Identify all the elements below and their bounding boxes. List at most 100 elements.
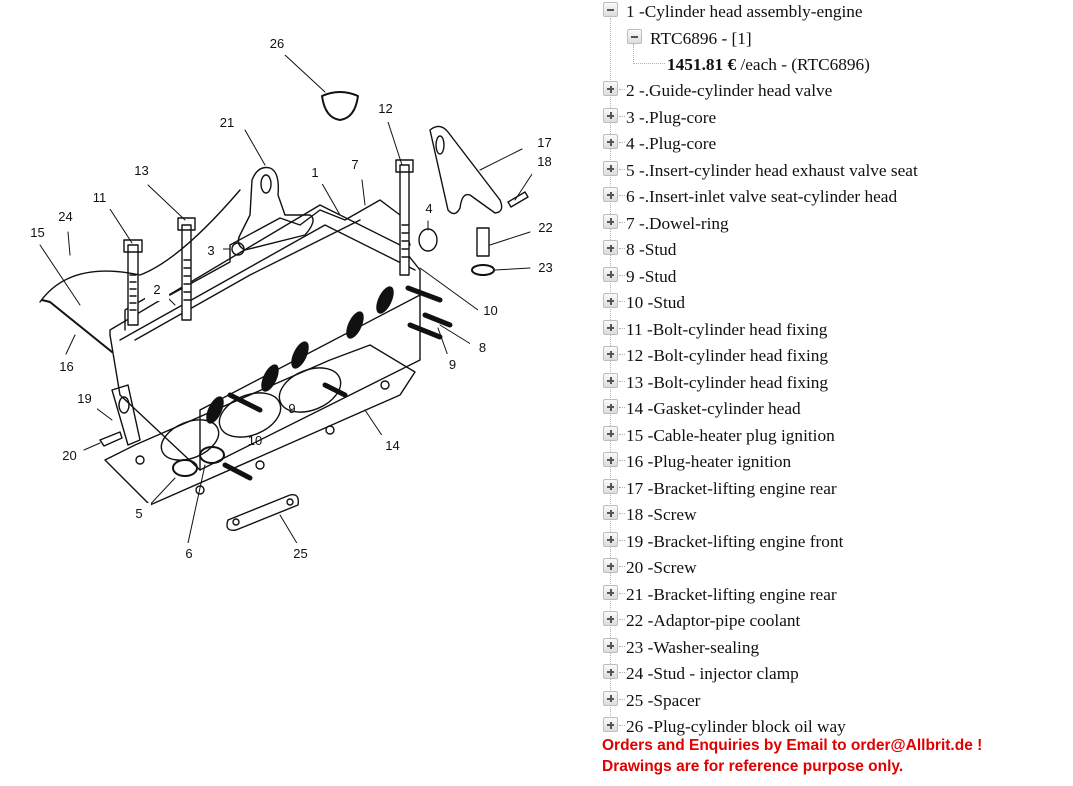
callout-9-inline[interactable]: 9 bbox=[284, 398, 300, 420]
tree-node-label[interactable]: 13 -Bolt-cylinder head fixing bbox=[626, 372, 829, 392]
tree-node-label[interactable]: 20 -Screw bbox=[626, 558, 697, 577]
callout-2[interactable]: 2 bbox=[145, 279, 169, 301]
callout-13[interactable]: 13 bbox=[129, 160, 154, 182]
expand-icon[interactable] bbox=[603, 452, 618, 467]
callout-14[interactable]: 14 bbox=[380, 435, 405, 457]
callout-24[interactable]: 24 bbox=[53, 206, 78, 228]
expand-icon[interactable] bbox=[603, 425, 618, 441]
tree-node-label[interactable]: 23 -Washer-sealing bbox=[626, 637, 760, 657]
expand-icon[interactable] bbox=[603, 558, 618, 573]
expand-icon[interactable] bbox=[603, 399, 618, 414]
callout-20[interactable]: 20 bbox=[57, 445, 82, 467]
callout-12[interactable]: 12 bbox=[373, 97, 398, 122]
tree-connector-line bbox=[619, 248, 625, 249]
callout-15[interactable]: 15 bbox=[25, 222, 50, 244]
tree-connector-line bbox=[619, 301, 625, 302]
head-block-shape bbox=[109, 204, 421, 471]
collapse-icon[interactable] bbox=[627, 29, 642, 44]
expand-icon[interactable] bbox=[603, 187, 618, 202]
expand-icon[interactable] bbox=[603, 664, 618, 679]
tree-node-label[interactable]: 26 -Plug-cylinder block oil way bbox=[626, 717, 846, 736]
callout-8[interactable]: 8 bbox=[470, 336, 495, 361]
collapse-icon[interactable] bbox=[603, 2, 618, 17]
expand-icon[interactable] bbox=[603, 584, 618, 600]
tree-connector-line bbox=[619, 460, 625, 461]
callout-25[interactable]: 25 bbox=[288, 543, 313, 565]
tree-node-label[interactable]: 18 -Screw bbox=[626, 505, 697, 524]
callout-10[interactable]: 10 bbox=[478, 300, 503, 322]
tree-node-label[interactable]: 21 -Bracket-lifting engine rear bbox=[626, 584, 837, 604]
tree-node-label[interactable]: 7 -.Dowel-ring bbox=[626, 213, 729, 233]
expand-icon[interactable] bbox=[603, 531, 618, 547]
callout-17[interactable]: 17 bbox=[532, 132, 557, 154]
callout-7[interactable]: 7 bbox=[343, 153, 367, 178]
expand-icon[interactable] bbox=[603, 717, 618, 732]
callout-text: 3 bbox=[207, 243, 215, 258]
plug-3 bbox=[231, 242, 245, 256]
callout-text: 7 bbox=[351, 157, 359, 172]
expand-icon[interactable] bbox=[603, 690, 618, 706]
tree-node-label[interactable]: 12 -Bolt-cylinder head fixing bbox=[626, 346, 829, 365]
tree-node-label[interactable]: 2 -.Guide-cylinder head valve bbox=[626, 81, 833, 100]
tree-node-label[interactable]: 24 -Stud - injector clamp bbox=[626, 664, 799, 683]
callout-16[interactable]: 16 bbox=[54, 355, 79, 380]
callout-text: 9 bbox=[288, 401, 296, 416]
callout-text: 19 bbox=[77, 391, 92, 406]
callout-9[interactable]: 9 bbox=[440, 354, 465, 376]
expand-icon[interactable] bbox=[603, 134, 618, 149]
callout-6[interactable]: 6 bbox=[177, 543, 201, 565]
tree-connector-line bbox=[619, 115, 625, 117]
price-line: 1451.81 € /each - (RTC6896) bbox=[667, 54, 870, 80]
callout-10-inline[interactable]: 10 bbox=[244, 430, 266, 452]
callout-11[interactable]: 11 bbox=[87, 187, 112, 209]
callout-text: 12 bbox=[378, 101, 393, 116]
expand-icon[interactable] bbox=[603, 266, 618, 282]
tree-node-label[interactable]: 15 -Cable-heater plug ignition bbox=[626, 425, 835, 445]
tree-node-label[interactable]: 10 -Stud bbox=[626, 293, 686, 312]
tree-node-label[interactable]: 1 -Cylinder head assembly-engine bbox=[626, 2, 863, 21]
tree-node-label[interactable]: RTC6896 - [1] bbox=[650, 29, 752, 48]
callout-5[interactable]: 5 bbox=[127, 503, 151, 525]
expand-icon[interactable] bbox=[603, 319, 618, 335]
expand-icon[interactable] bbox=[603, 637, 618, 653]
expand-icon[interactable] bbox=[603, 213, 618, 229]
callout-26[interactable]: 26 bbox=[265, 33, 289, 55]
callout-21[interactable]: 21 bbox=[215, 112, 239, 134]
tree-node-label[interactable]: 17 -Bracket-lifting engine rear bbox=[626, 478, 837, 498]
price-unit: /each - (RTC6896) bbox=[736, 55, 870, 74]
tree-node-label[interactable]: 22 -Adaptor-pipe coolant bbox=[626, 611, 801, 630]
callout-text: 25 bbox=[293, 546, 308, 561]
tree-node-label[interactable]: 9 -Stud bbox=[626, 266, 677, 286]
callout-3[interactable]: 3 bbox=[199, 240, 223, 262]
expand-icon[interactable] bbox=[603, 240, 618, 255]
tree-node-label[interactable]: 6 -.Insert-inlet valve seat-cylinder hea… bbox=[626, 187, 898, 206]
tree-connector-line bbox=[619, 142, 625, 143]
expand-icon[interactable] bbox=[603, 505, 618, 520]
expand-icon[interactable] bbox=[603, 293, 618, 308]
expand-icon[interactable] bbox=[603, 160, 618, 176]
tree-node-label[interactable]: 11 -Bolt-cylinder head fixing bbox=[626, 319, 828, 339]
expand-icon[interactable] bbox=[603, 346, 618, 361]
expand-icon[interactable] bbox=[603, 81, 618, 96]
callout-text: 17 bbox=[537, 135, 552, 150]
plug-26-shape bbox=[321, 91, 359, 121]
expand-icon[interactable] bbox=[603, 478, 618, 494]
callout-22[interactable]: 22 bbox=[533, 217, 558, 239]
callout-1[interactable]: 1 bbox=[303, 162, 327, 184]
tree-node-label[interactable]: 3 -.Plug-core bbox=[626, 107, 717, 127]
tree-node-label[interactable]: 5 -.Insert-cylinder head exhaust valve s… bbox=[626, 160, 918, 180]
tree-node-label[interactable]: 4 -.Plug-core bbox=[626, 134, 717, 153]
tree-node-label[interactable]: 8 -Stud bbox=[626, 240, 677, 259]
tree-node-label[interactable]: 25 -Spacer bbox=[626, 690, 701, 710]
callout-4[interactable]: 4 bbox=[417, 198, 441, 220]
tree-node-label[interactable]: 16 -Plug-heater ignition bbox=[626, 452, 792, 471]
expand-icon[interactable] bbox=[603, 372, 618, 388]
callout-18[interactable]: 18 bbox=[532, 150, 557, 175]
expand-icon[interactable] bbox=[603, 107, 618, 123]
tree-node-label[interactable]: 19 -Bracket-lifting engine front bbox=[626, 531, 844, 551]
callout-23[interactable]: 23 bbox=[533, 257, 558, 279]
expand-icon[interactable] bbox=[603, 611, 618, 626]
callout-19[interactable]: 19 bbox=[72, 388, 97, 410]
tree-branch-line bbox=[633, 63, 665, 64]
tree-node-label[interactable]: 14 -Gasket-cylinder head bbox=[626, 399, 801, 418]
